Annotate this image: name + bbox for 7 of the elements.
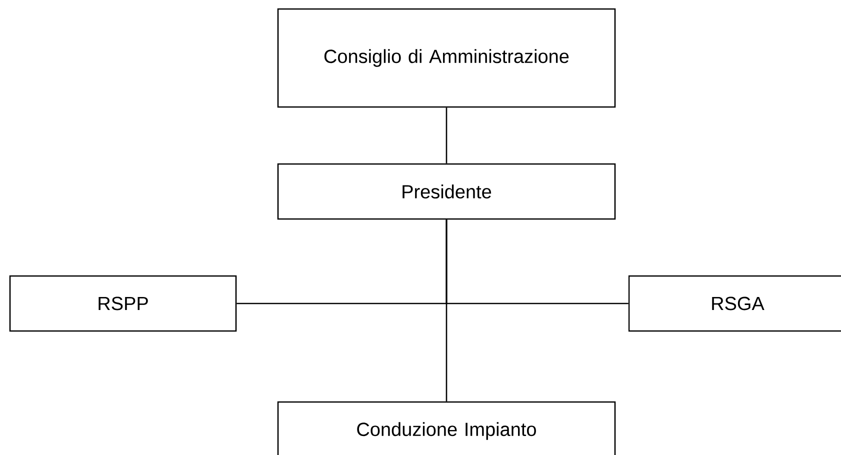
org-box: RSPP <box>9 275 237 332</box>
connector-line <box>446 108 448 164</box>
connector-line <box>446 220 448 402</box>
org-box: Presidente <box>277 163 616 220</box>
org-box: Consiglio di Amministrazione <box>277 8 616 108</box>
org-box: Conduzione Impianto <box>277 401 616 455</box>
org-box: RSGA <box>628 275 841 332</box>
